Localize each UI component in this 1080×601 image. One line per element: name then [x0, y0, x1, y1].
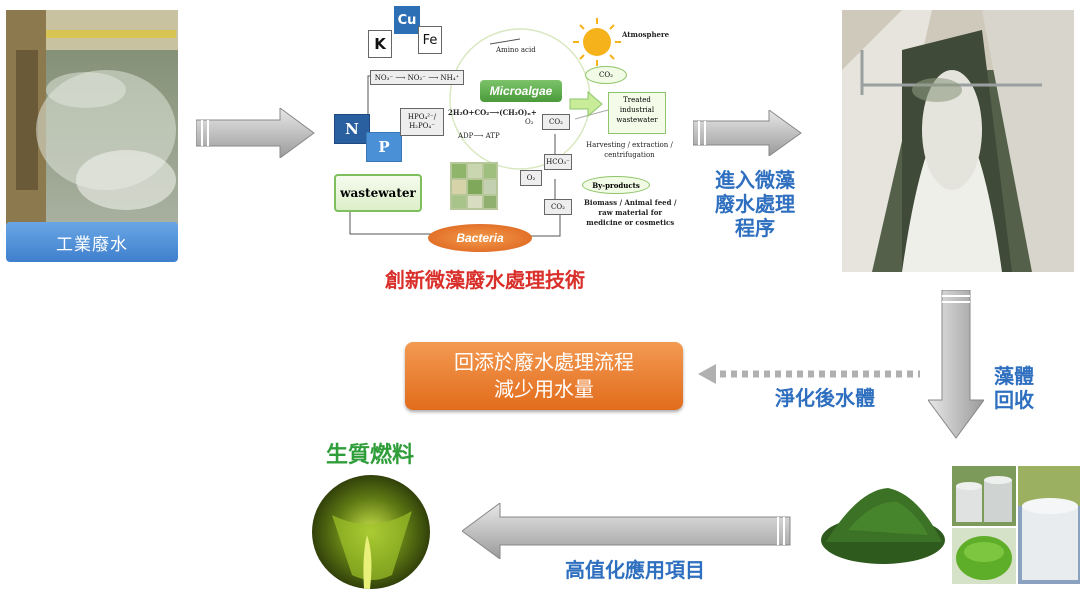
raceway-pond-photo	[842, 10, 1074, 272]
harvest-label: Harvesting / extraction /centrifugation	[586, 141, 673, 159]
hco3-box: HCO₃⁻	[544, 154, 572, 170]
nitrogen-chain: NO₃⁻ ⟶ NO₂⁻ ⟶ NH₄⁺	[370, 70, 464, 85]
enter-process-caption: 進入微藻 廢水處理 程序	[715, 168, 795, 240]
algae-culture-photo-2	[1018, 466, 1080, 584]
biofuel-caption: 生質燃料	[326, 443, 415, 468]
algae-culture-photo-1	[952, 466, 1016, 526]
arrow-dotted-left	[698, 364, 920, 384]
industrial-wastewater-photo	[6, 10, 178, 225]
o2-label: O₂	[525, 118, 534, 126]
element-k: K	[368, 30, 392, 58]
algae-recovery-caption: 藻體 回收	[994, 364, 1034, 412]
n-box: N	[334, 114, 370, 144]
atmosphere-label: Atmosphere	[622, 30, 670, 39]
byproducts-box: By-products	[582, 176, 650, 194]
p-box: P	[366, 132, 402, 162]
return-to-process-box: 回添於廢水處理流程 減少用水量	[405, 342, 683, 410]
arrow-right-1	[196, 108, 315, 158]
arrow-left-bottom	[462, 503, 791, 559]
biofuel-image	[312, 475, 430, 589]
wastewater-box: wastewater	[334, 174, 422, 212]
o2-box: O₂	[520, 170, 542, 186]
element-cu: Cu	[394, 6, 420, 34]
algae-culture-photo-3	[952, 528, 1016, 584]
arrow-down	[928, 290, 984, 439]
innovative-tech-caption: 創新微藻廢水處理技術	[385, 268, 585, 292]
purified-water-caption: 淨化後水體	[775, 386, 875, 410]
co2-box: CO₂	[542, 114, 570, 130]
microalgae-process-diagram: K Cu Fe Amino acid Atmosphere CO₂ NO₃⁻ ⟶…	[330, 4, 680, 252]
element-fe: Fe	[418, 26, 442, 54]
photosynthesis-eq: 2H₂O+CO₂⟶(CH₂O)ₙ+	[448, 108, 537, 117]
high-value-caption: 高值化應用項目	[565, 558, 705, 582]
arrow-right-2	[693, 110, 802, 156]
co2-box-2: CO₂	[544, 199, 572, 215]
algae-powder-image	[821, 488, 945, 564]
microalgae-label: Microalgae	[480, 80, 562, 102]
industrial-wastewater-label: 工業廢水	[6, 222, 178, 262]
co2-atmosphere: CO₂	[585, 66, 627, 84]
phosphate-box: HPO₄²⁻/ H₂PO₄⁻	[400, 108, 444, 136]
adp-label: ADP⟶ ATP	[458, 132, 500, 140]
amino-acid-label: Amino acid	[496, 46, 536, 54]
bacteria-ellipse: Bacteria	[428, 224, 532, 252]
